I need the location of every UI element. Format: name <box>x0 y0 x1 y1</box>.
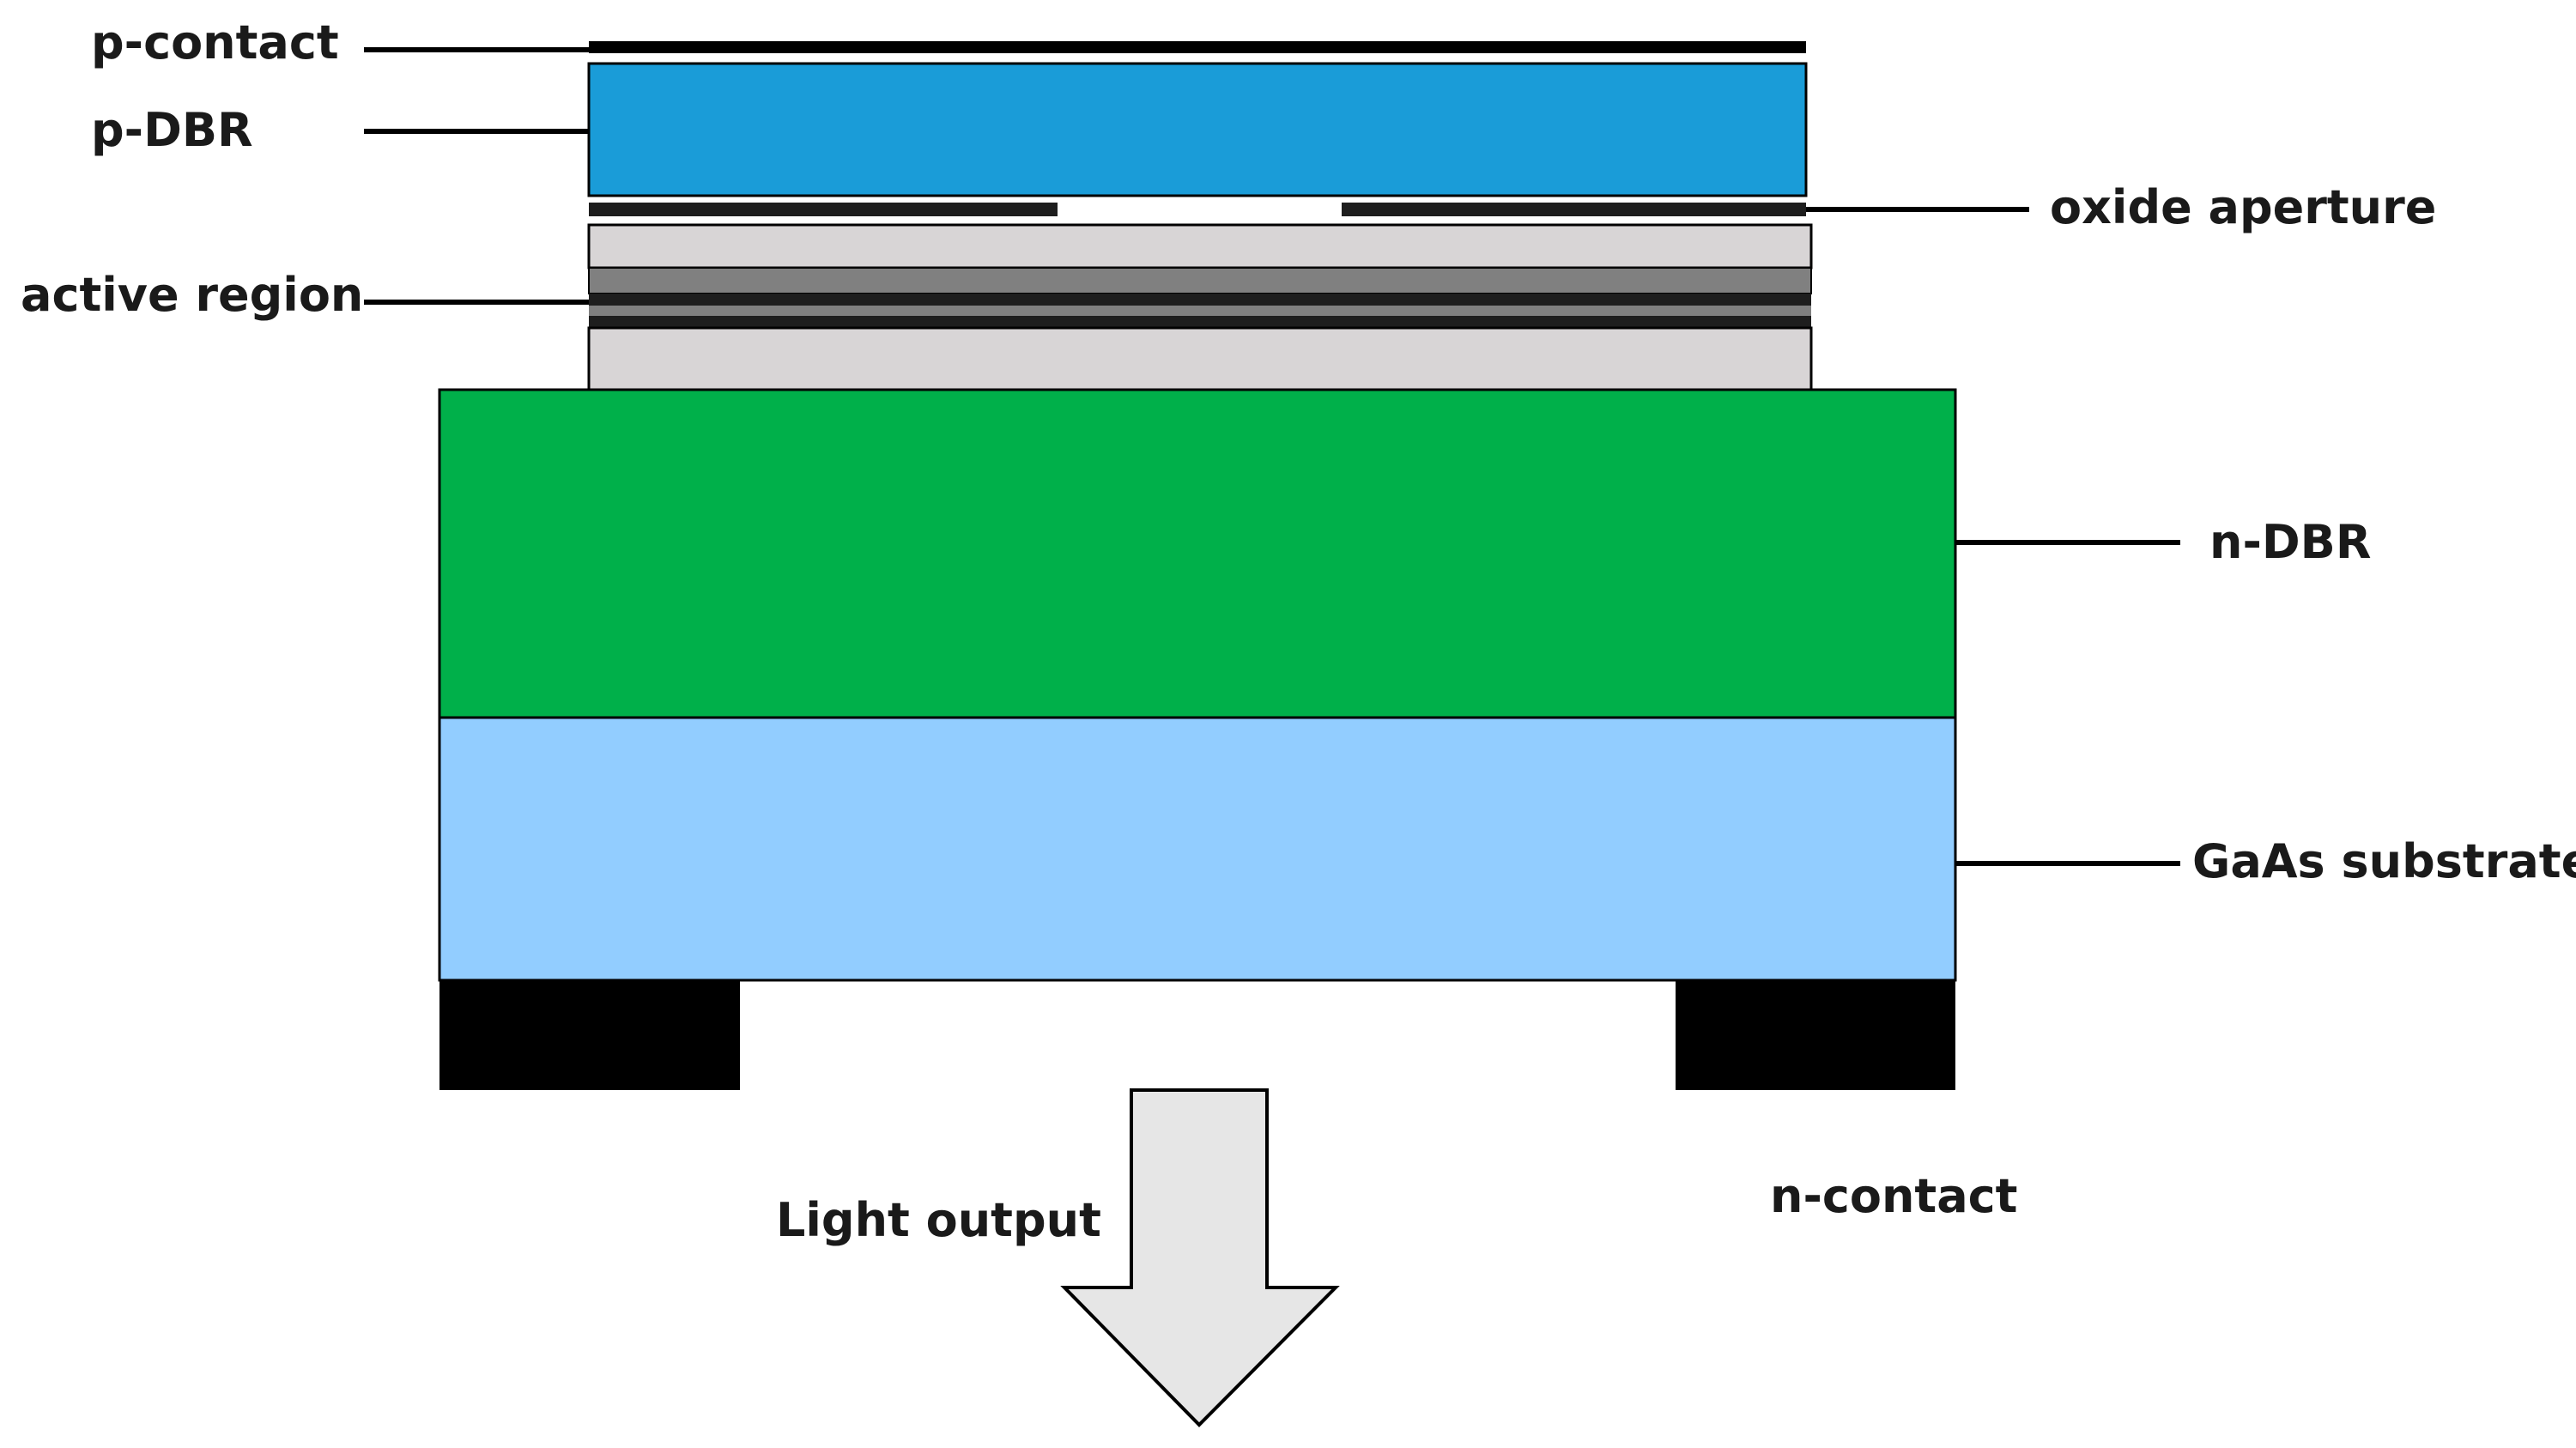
p-dbr-label: p-DBR <box>91 103 253 157</box>
oxide-aperture-opening <box>1058 203 1342 216</box>
oxide-layer-right <box>1342 203 1806 216</box>
n-dbr-layer <box>438 388 1957 719</box>
p-dbr-layer <box>587 62 1808 197</box>
gaas-substrate-label: GaAs substrate <box>2192 834 2576 888</box>
n-contact-label: n-contact <box>1770 1169 2017 1223</box>
n-contact-left <box>439 980 740 1090</box>
quantum-well-barrier-2 <box>589 306 1811 316</box>
p-contact-layer <box>589 41 1806 53</box>
n-dbr-label: n-DBR <box>2209 515 2371 569</box>
quantum-well-2 <box>589 316 1811 328</box>
quantum-well-barrier-1 <box>588 267 1812 294</box>
p-contact-label: p-contact <box>91 15 339 70</box>
oxide-aperture-label: oxide aperture <box>2050 180 2436 234</box>
active-region-label: active region <box>21 268 363 322</box>
n-contact-right <box>1676 980 1955 1090</box>
oxide-layer-left <box>589 203 1058 216</box>
quantum-well-1 <box>589 294 1811 306</box>
upper-spacer-layer <box>587 223 1813 270</box>
light-output-arrow-icon <box>1060 1088 1340 1427</box>
light-output-label: Light output <box>776 1193 1101 1247</box>
gaas-substrate-layer <box>438 716 1957 982</box>
lower-spacer-layer <box>587 326 1813 391</box>
